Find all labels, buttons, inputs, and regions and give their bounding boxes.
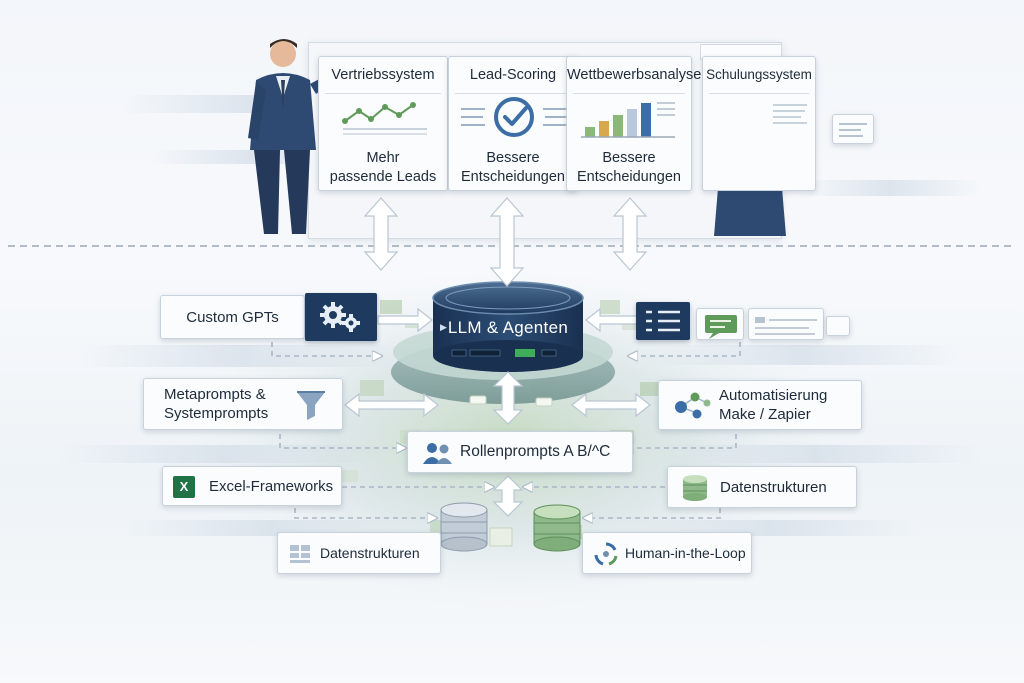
node-excel-frameworks[interactable]: X Excel-Frameworks (162, 466, 342, 506)
node-automatisierung[interactable]: Automatisierung Make / Zapier (658, 380, 862, 430)
node-label-line2: Systemprompts (164, 405, 269, 422)
table-structure-icon (290, 545, 310, 563)
node-label-line1: Metaprompts & (164, 386, 266, 403)
decor-card (832, 114, 874, 144)
card-outcome: Bessere Entscheidungen (461, 150, 565, 185)
line-chart-icon (342, 102, 427, 135)
node-label: Custom GPTs (186, 308, 279, 326)
database-cylinder-left (440, 502, 488, 552)
flow-diagram-icon (636, 302, 690, 340)
presenter-man (248, 39, 345, 234)
node-human-in-the-loop[interactable]: Human-in-the-Loop (582, 532, 752, 574)
database-cylinder-right (533, 504, 581, 552)
divider (325, 93, 441, 94)
node-label: Excel-Frameworks (209, 477, 334, 495)
text-lines-icon (755, 317, 817, 335)
divider (455, 93, 571, 94)
node-custom-gpts[interactable]: Custom GPTs (160, 295, 305, 339)
decor-list-card (748, 308, 824, 340)
card-outcome: Bessere Entscheidungen (577, 150, 681, 185)
node-label-line1: Automatisierung (719, 387, 828, 404)
divider (709, 93, 809, 94)
horizontal-arrows (344, 307, 651, 418)
hub-pointer-icon: ▶ (440, 322, 447, 332)
node-label-line2: Make / Zapier (719, 406, 811, 423)
network-nodes-icon (675, 392, 711, 419)
funnel-icon (297, 391, 325, 420)
card-title: Vertriebssystem (331, 67, 435, 83)
node-label: Datenstrukturen (720, 478, 827, 496)
users-icon (423, 443, 452, 464)
recycle-icon (594, 542, 618, 566)
top-card-wettbewerbsanalyse[interactable]: Wettbewerbsanalyse Bessere Entscheidunge… (566, 56, 702, 191)
bar-chart-icon (581, 102, 675, 138)
checkmark-circle-icon (461, 97, 567, 137)
chat-screen-icon (696, 308, 744, 340)
node-datenstrukturen-left[interactable]: Datenstrukturen (277, 532, 441, 574)
top-card-schulungssystem[interactable]: Schulungssystem (702, 56, 816, 191)
gears-icon (305, 293, 377, 341)
node-datenstrukturen-right[interactable]: Datenstrukturen (667, 466, 857, 508)
node-label: Datenstrukturen (320, 545, 420, 561)
text-lines-icon (773, 104, 807, 124)
card-title: Wettbewerbsanalyse (567, 67, 702, 83)
database-icon (683, 475, 707, 501)
node-rollenprompts[interactable]: Rollenprompts A B/^C (407, 431, 633, 473)
top-card-vertriebssystem[interactable]: Vertriebssystem Mehr passende Leads (318, 56, 448, 191)
divider (573, 93, 685, 94)
top-card-lead-scoring[interactable]: Lead-Scoring Bessere Entscheidungen (448, 56, 578, 191)
excel-icon: X (173, 476, 195, 498)
node-label: Human-in-the-Loop (625, 545, 746, 561)
decor-list-card-small (826, 316, 850, 336)
node-metaprompts[interactable]: Metaprompts & Systemprompts (143, 378, 343, 430)
vertical-arrows (363, 197, 648, 517)
node-label: Rollenprompts A B/^C (460, 443, 611, 460)
text-lines-icon (839, 123, 867, 137)
card-title: Schulungssystem (706, 67, 812, 82)
dashed-connectors (271, 342, 741, 518)
card-outcome: Mehr passende Leads (329, 150, 437, 185)
hub-label: LLM & Agenten (447, 318, 569, 337)
card-title: Lead-Scoring (469, 67, 557, 83)
background-strip (800, 180, 980, 196)
